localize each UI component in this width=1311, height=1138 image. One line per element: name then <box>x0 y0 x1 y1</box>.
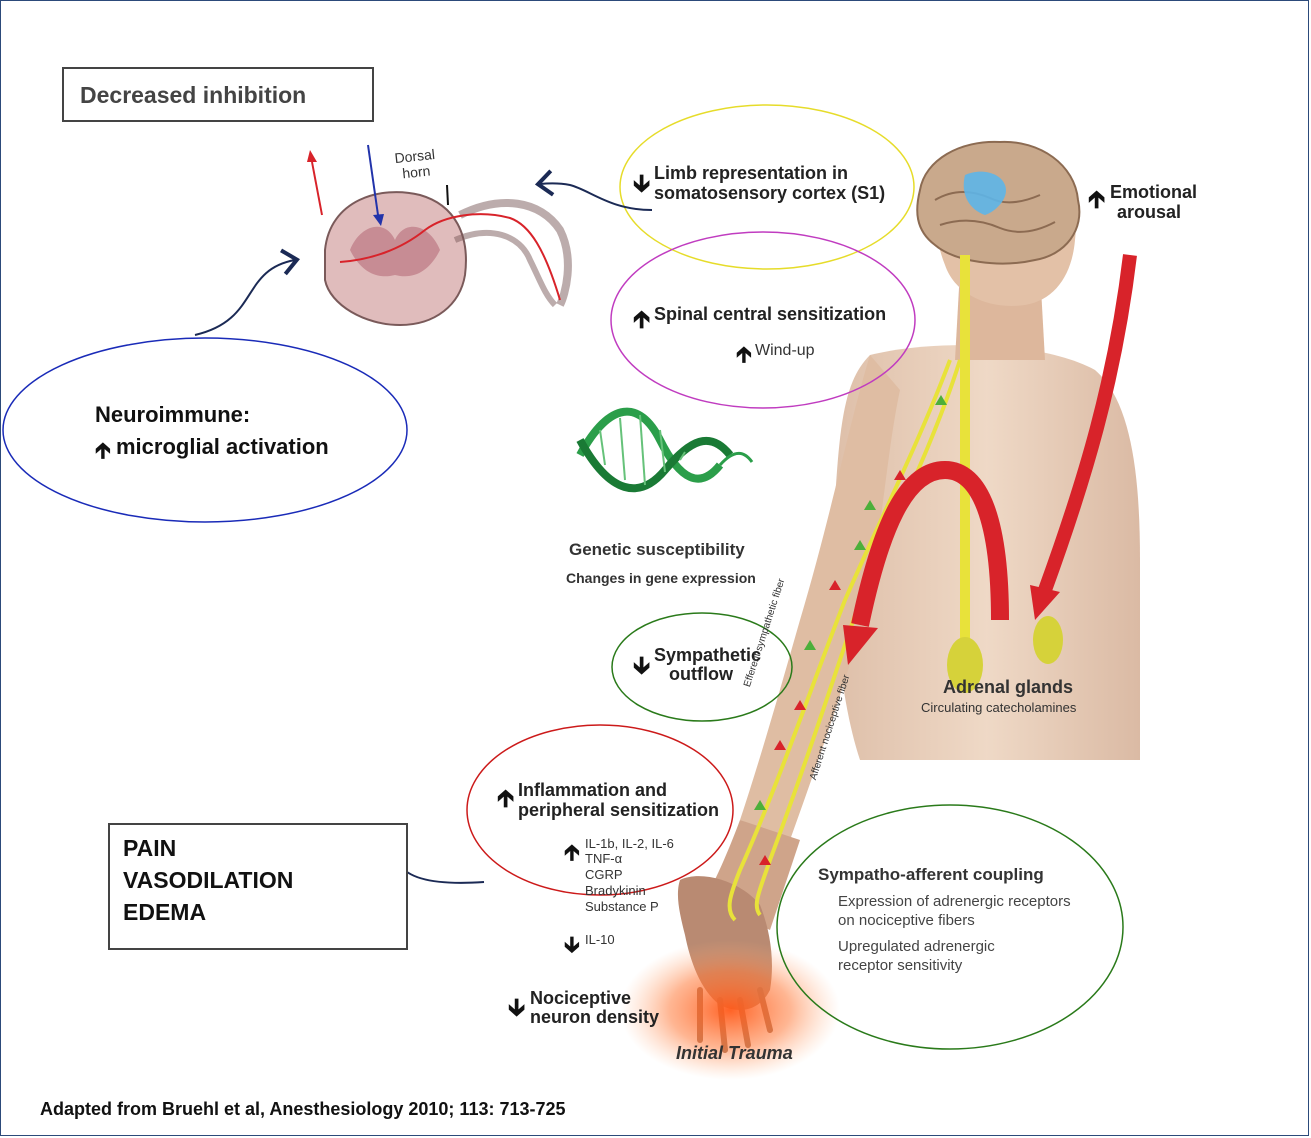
adrenal-glands-label: Adrenal glands <box>943 677 1073 698</box>
limb-representation-label-2: somatosensory cortex (S1) <box>654 183 885 204</box>
catecholamines-label: Circulating catecholamines <box>921 700 1076 715</box>
down-arrow-icon: 🡳 <box>633 166 650 207</box>
up-arrow-icon: 🡱 <box>633 302 650 343</box>
nociceptive-label: Nociceptive <box>530 988 631 1009</box>
brain <box>917 142 1079 264</box>
wind-up-label: Wind-up <box>755 342 815 360</box>
ellipse-neuroimmune <box>3 338 407 522</box>
down-arrow-icon: 🡳 <box>508 990 525 1031</box>
cytokine-cgrp-label: CGRP <box>585 867 623 882</box>
decreased-inhibition-label: Decreased inhibition <box>80 82 306 109</box>
coupling-title: Sympatho-afferent coupling <box>818 865 1044 885</box>
cytokine-substance-p-label: Substance P <box>585 899 659 914</box>
initial-trauma-label: Initial Trauma <box>676 1043 793 1064</box>
vasodilation-label: VASODILATION <box>123 867 293 894</box>
il10-label: IL-10 <box>585 932 615 947</box>
citation: Adapted from Bruehl et al, Anesthesiolog… <box>40 1099 566 1120</box>
emotional-arousal-label-2: arousal <box>1117 202 1181 223</box>
cytokine-il-label: IL-1b, IL-2, IL-6 <box>585 836 674 851</box>
coupling-line-1: Expression of adrenergic receptors <box>838 893 1071 910</box>
dna-helix <box>580 412 752 489</box>
dorsal-horn-label: Dorsal horn <box>386 145 444 183</box>
neuron-density-label: neuron density <box>530 1007 659 1028</box>
microglial-activation-label: microglial activation <box>116 434 329 460</box>
sympathetic-label: Sympathetic <box>654 645 761 666</box>
coupling-line-3: Upregulated adrenergic <box>838 938 995 955</box>
edema-label: EDEMA <box>123 899 206 926</box>
pain-label: PAIN <box>123 835 176 862</box>
coupling-line-2: on nociceptive fibers <box>838 912 975 929</box>
up-arrow-icon: 🡱 <box>564 836 580 874</box>
cytokine-tnf-label: TNF-α <box>585 851 622 866</box>
peripheral-sensitization-label: peripheral sensitization <box>518 800 719 821</box>
genetic-susceptibility-label: Genetic susceptibility <box>569 540 745 560</box>
gene-expression-label: Changes in gene expression <box>566 570 756 586</box>
coupling-line-4: receptor sensitivity <box>838 957 962 974</box>
up-arrow-icon: 🡱 <box>497 781 514 822</box>
emotional-arousal-label: Emotional <box>1110 182 1197 203</box>
adrenal-gland-right <box>1033 616 1063 664</box>
down-arrow-icon: 🡳 <box>564 928 580 966</box>
neuroimmune-label: Neuroimmune: <box>95 402 250 428</box>
inflammation-label: Inflammation and <box>518 780 667 801</box>
outflow-label: outflow <box>669 664 733 685</box>
up-arrow-icon: 🡱 <box>736 338 752 376</box>
spinal-central-label: Spinal central sensitization <box>654 304 886 325</box>
limb-representation-label: Limb representation in <box>654 163 848 184</box>
down-arrow-icon: 🡳 <box>633 648 650 689</box>
up-arrow-icon: 🡱 <box>1088 182 1105 223</box>
connector-arrow-neuroimmune <box>195 260 295 335</box>
up-arrow-icon: 🡱 <box>95 434 111 472</box>
cytokine-bradykinin-label: Bradykinin <box>585 883 646 898</box>
